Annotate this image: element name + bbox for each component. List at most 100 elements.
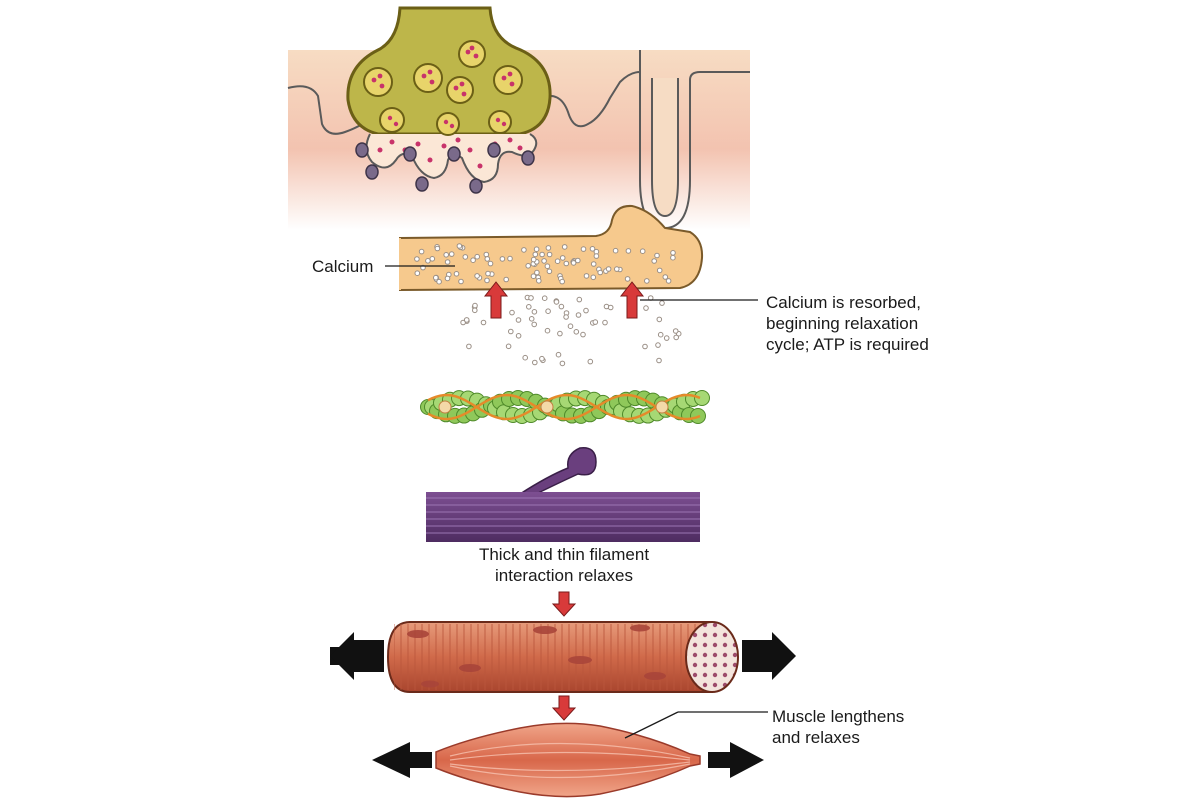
calcium-ion: [673, 334, 680, 341]
lengthens-pointer-line: [624, 711, 679, 739]
calcium-ion: [593, 253, 600, 259]
myosin-head-icon: [518, 447, 597, 499]
calcium-ion: [602, 319, 608, 326]
down-arrows: [551, 591, 577, 721]
calcium-ion: [484, 256, 491, 262]
calcium-ion: [651, 258, 658, 264]
calcium-ion: [534, 269, 540, 276]
troponin: [438, 400, 452, 414]
calcium-ion: [546, 268, 553, 275]
calcium-ion: [545, 308, 551, 315]
calcium-ion: [607, 304, 614, 311]
calcium-ion: [508, 328, 514, 335]
calcium-ion: [545, 245, 552, 251]
calcium-ion: [539, 355, 545, 362]
calcium-ion: [414, 270, 421, 277]
calcium-ion: [448, 251, 455, 257]
calcium-ion: [521, 247, 527, 253]
calcium-ion: [567, 323, 574, 330]
calcium-ion: [544, 327, 551, 334]
calcium-ion: [507, 255, 513, 262]
calcium-ion: [656, 357, 662, 364]
calcium-ion: [554, 258, 561, 265]
calcium-ion: [553, 299, 560, 305]
calcium-ion: [570, 260, 577, 266]
calcium-ion: [466, 343, 472, 350]
calcium-ion: [644, 278, 650, 284]
calcium-ion: [532, 251, 539, 258]
calcium-ion: [472, 302, 478, 309]
calcium-ion: [444, 275, 451, 282]
calcium-ion: [433, 274, 439, 281]
acetylcholine-receptors: [355, 142, 535, 194]
calcium-ion: [533, 246, 540, 252]
calcium-ion: [434, 245, 441, 252]
lengthens-label: Muscle lengthens and relaxes: [772, 707, 905, 747]
calcium-ion: [483, 251, 490, 258]
calcium-ion: [503, 276, 510, 283]
calcium-ion: [590, 261, 597, 267]
calcium-ion: [592, 319, 599, 325]
troponin: [655, 400, 669, 414]
calcium-ion: [657, 331, 664, 338]
calcium-ion: [612, 247, 619, 254]
calcium-ion: [536, 278, 542, 284]
calcium-ion: [573, 329, 580, 335]
calcium-ion: [528, 316, 535, 322]
calcium-ion: [639, 248, 646, 254]
calcium-ion: [587, 358, 594, 365]
resorbed-label: Calcium is resorbed, beginning relaxatio…: [766, 293, 929, 354]
calcium-ion: [563, 260, 570, 267]
calcium-ion: [470, 257, 476, 264]
calcium-ion: [546, 251, 553, 258]
calcium-ion: [583, 273, 590, 279]
calcium-ion: [480, 319, 487, 326]
calcium-ion: [559, 278, 566, 285]
calcium-ion: [561, 244, 568, 250]
calcium-ion: [665, 278, 672, 284]
calcium-ion: [460, 319, 466, 326]
calcium-ion: [544, 263, 551, 270]
calcium-ion: [515, 333, 522, 339]
calcium-ion: [526, 304, 532, 310]
calcium-ion: [443, 252, 450, 258]
filament-label: Thick and thin filament interaction rela…: [478, 545, 650, 585]
calcium-ion: [462, 254, 469, 260]
calcium-ion: [555, 351, 562, 358]
calcium-ion: [541, 258, 547, 264]
calcium-ion: [531, 309, 538, 315]
calcium-ion: [589, 246, 596, 252]
calcium-ion: [642, 343, 648, 350]
calcium-ion: [563, 314, 569, 320]
calcium-ion: [559, 360, 566, 367]
troponin: [540, 400, 554, 414]
calcium-ion: [499, 256, 506, 262]
calcium-ion: [485, 270, 491, 277]
calcium-ion: [463, 317, 470, 323]
calcium-ion: [474, 253, 481, 260]
calcium-ion: [580, 246, 587, 252]
calcium-ion: [525, 263, 532, 269]
calcium-ion: [458, 278, 464, 285]
calcium-ion: [662, 274, 669, 280]
tropomyosin-strand: [427, 393, 701, 421]
calcium-ion: [522, 354, 529, 361]
calcium-ion: [505, 343, 512, 350]
calcium-ion: [643, 305, 649, 311]
calcium-ion: [429, 256, 436, 262]
calcium-ion: [453, 271, 460, 277]
calcium-ion: [531, 321, 538, 328]
calcium-ions: [414, 243, 682, 367]
actin-bead: [694, 390, 710, 406]
calcium-ion: [656, 267, 663, 274]
calcium-ion: [580, 331, 586, 338]
calcium-ion: [539, 251, 545, 258]
calcium-ion: [655, 342, 661, 348]
calcium-ion: [532, 359, 538, 366]
calcium-ion: [425, 258, 431, 264]
calcium-ion: [654, 252, 660, 259]
calcium-ion: [625, 248, 632, 254]
calcium-ion: [576, 296, 583, 303]
muscle-fiber-icon: [330, 621, 796, 693]
